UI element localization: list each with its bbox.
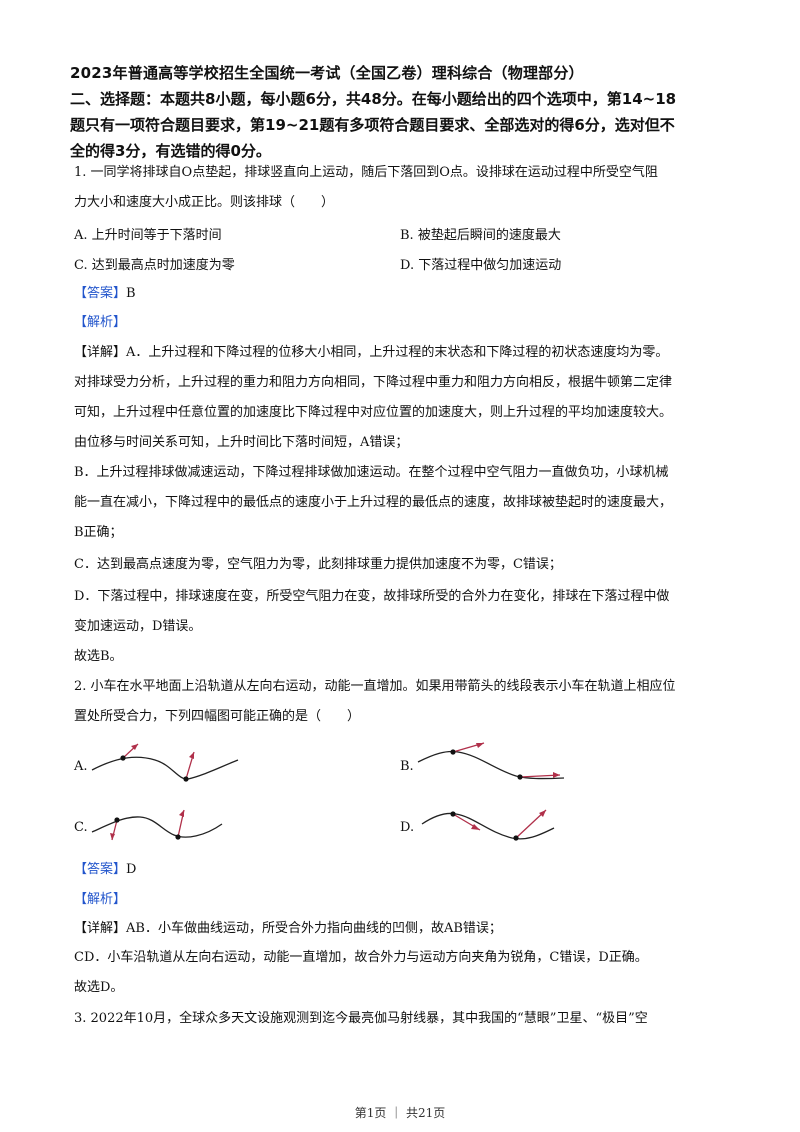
detail-text: A．上升过程和下降过程的位移大小相同，上升过程的末状态和下降过程的初状态速度均为… — [126, 345, 669, 360]
q1-detail-line: 对排球受力分析，上升过程的重力和阻力方向相同，下降过程中重力和阻力方向相反，根据… — [74, 375, 673, 390]
q3-stem-line: 3. 2022年10月，全球众多天文设施观测到迄今最亮伽马射线暴，其中我国的“慧… — [74, 1011, 648, 1026]
analysis-tag: 【解析】 — [74, 315, 127, 330]
page-footer: 第1页 ｜ 共21页 — [354, 1106, 446, 1120]
detail-text: AB．小车做曲线运动，所受合外力指向曲线的凹侧，故AB错误； — [126, 921, 502, 936]
analysis-tag: 【解析】 — [74, 892, 127, 907]
q2-label-d: D. — [400, 820, 415, 835]
q1-option-c: C. 达到最高点时加速度为零 — [74, 258, 235, 273]
q1-detail-line: 可知，上升过程中任意位置的加速度比下降过程中对应位置的加速度大，则上升过程的平均… — [74, 405, 673, 420]
q2-analysis-heading: 【解析】 — [74, 890, 126, 910]
q1-detail-line: D．下落过程中，排球速度在变，所受空气阻力在变，故排球所受的合外力在变化，排球在… — [74, 589, 670, 604]
q1-detail-line: B．上升过程排球做减速运动，下降过程排球做加速运动。在整个过程中空气阻力一直做负… — [74, 465, 669, 480]
q2-stem-line: 置处所受合力，下列四幅图可能正确的是（ ） — [74, 709, 361, 724]
q2-diagram-b — [417, 742, 565, 780]
q2-stem-line: 2. 小车在水平地面上沿轨道从左向右运动，动能一直增加。如果用带箭头的线段表示小… — [74, 679, 676, 694]
q2-detail-line: 【详解】AB．小车做曲线运动，所受合外力指向曲线的凹侧，故AB错误； — [74, 919, 502, 939]
q1-stem-line: 力大小和速度大小成正比。则该排球（ ） — [74, 195, 335, 210]
q1-detail-line: 能一直在减小，下降过程中的最低点的速度小于上升过程的最低点的速度，故排球被垫起时… — [74, 495, 673, 510]
q2-answer: 【答案】D — [74, 860, 136, 880]
q2-label-b: B. — [400, 759, 414, 774]
q1-analysis-heading: 【解析】 — [74, 313, 126, 333]
q1-detail-line: 变加速运动，D错误。 — [74, 619, 202, 634]
q1-option-d: D. 下落过程中做匀加速运动 — [400, 258, 562, 273]
answer-value: D — [126, 862, 137, 877]
q1-detail-line: B正确； — [74, 525, 123, 540]
q2-diagram-d — [421, 809, 555, 841]
detail-tag: 【详解】 — [74, 921, 127, 936]
section-instructions: 二、选择题：本题共8小题，每小题6分，共48分。在每小题给出的四个选项中，第14… — [70, 86, 750, 164]
q1-answer: 【答案】B — [74, 284, 136, 304]
answer-tag: 【答案】 — [74, 286, 127, 301]
answer-value: B — [126, 286, 136, 301]
q1-stem-line: 1. 一同学将排球自O点垫起，排球竖直向上运动，随后下落回到O点。设排球在运动过… — [74, 165, 658, 180]
q2-detail-line: CD．小车沿轨道从左向右运动，动能一直增加，故合外力与运动方向夹角为锐角，C错误… — [74, 950, 648, 965]
q1-option-a: A. 上升时间等于下落时间 — [74, 228, 222, 243]
section-line: 二、选择题：本题共8小题，每小题6分，共48分。在每小题给出的四个选项中，第14… — [70, 90, 677, 108]
q1-detail-line: C．达到最高点速度为零，空气阻力为零，此刻排球重力提供加速度不为零，C错误； — [74, 557, 562, 572]
q2-choice-line: 故选D。 — [74, 980, 124, 995]
section-line: 全的得3分，有选错的得0分。 — [70, 142, 271, 160]
q1-detail-line: 【详解】A．上升过程和下降过程的位移大小相同，上升过程的末状态和下降过程的初状态… — [74, 343, 668, 363]
q2-diagram-c — [91, 809, 223, 841]
section-line: 题只有一项符合题目要求，第19~21题有多项符合题目要求、全部选对的得6分，选对… — [70, 116, 675, 134]
q1-option-b: B. 被垫起后瞬间的速度最大 — [400, 228, 561, 243]
detail-tag: 【详解】 — [74, 345, 127, 360]
q1-detail-line: 由位移与时间关系可知，上升时间比下落时间短，A错误； — [74, 435, 409, 450]
q2-label-a: A. — [74, 759, 88, 774]
q2-diagram-a — [91, 743, 239, 782]
q1-choice-line: 故选B。 — [74, 649, 123, 664]
exam-title: 2023年普通高等学校招生全国统一考试（全国乙卷）理科综合（物理部分） — [70, 64, 584, 82]
q2-label-c: C. — [74, 820, 88, 835]
answer-tag: 【答案】 — [74, 862, 127, 877]
